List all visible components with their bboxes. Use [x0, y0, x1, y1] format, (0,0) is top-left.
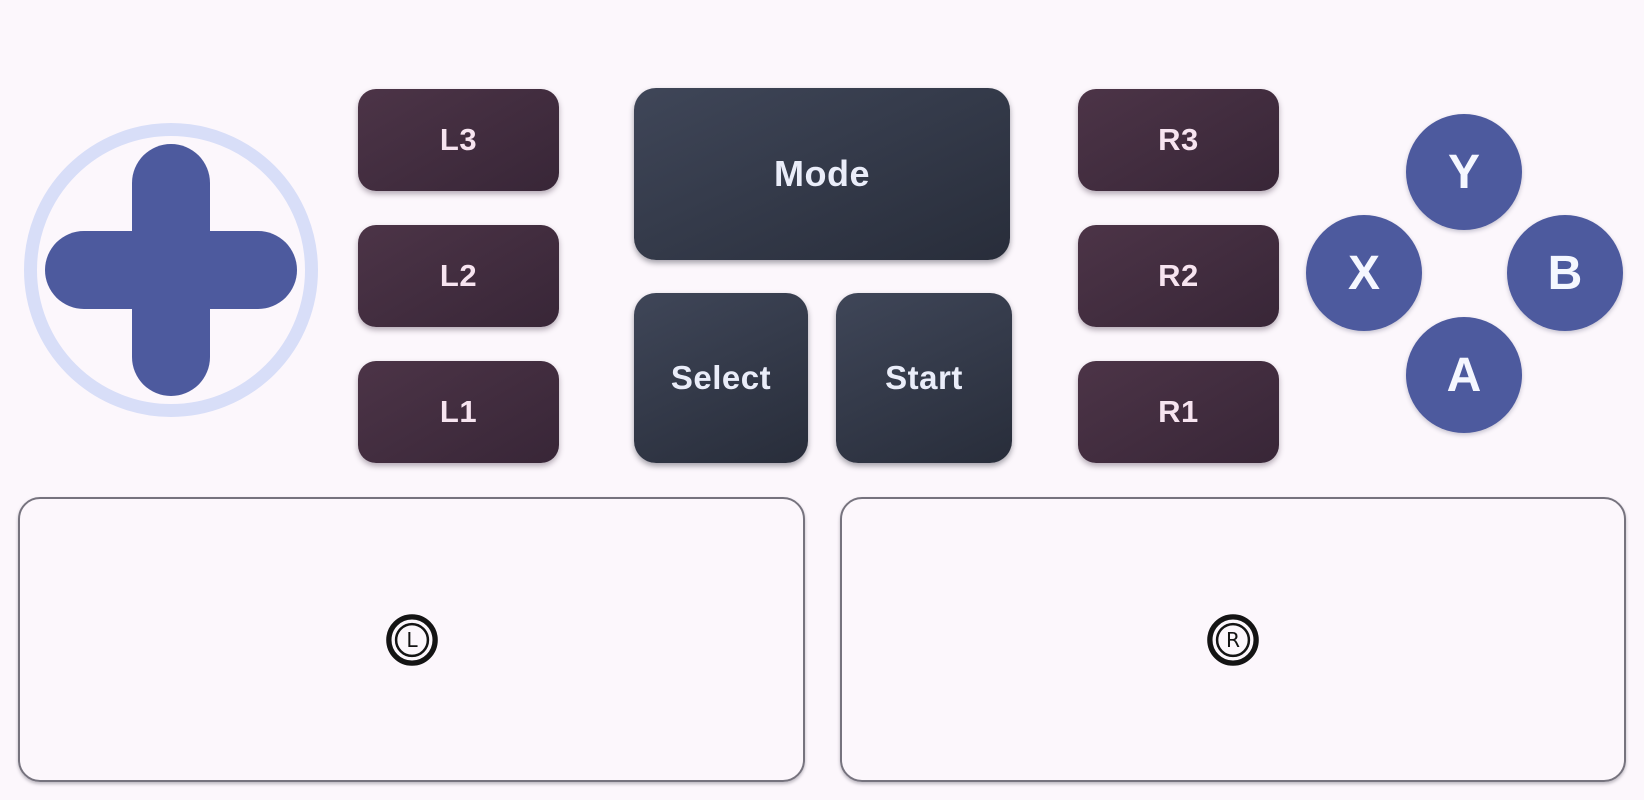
face-button-a[interactable]: A: [1406, 317, 1522, 433]
button-l3[interactable]: L3: [358, 89, 559, 191]
face-button-x[interactable]: X: [1306, 215, 1422, 331]
button-r2[interactable]: R2: [1078, 225, 1279, 327]
touchpad-left[interactable]: L: [18, 497, 805, 782]
button-l2[interactable]: L2: [358, 225, 559, 327]
button-r3[interactable]: R3: [1078, 89, 1279, 191]
svg-text:R: R: [1226, 628, 1240, 652]
dpad-cross-icon: [45, 144, 297, 396]
touchpad-right[interactable]: R: [840, 497, 1626, 782]
button-r1[interactable]: R1: [1078, 361, 1279, 463]
circled-r-icon: R: [1207, 613, 1259, 666]
button-l1[interactable]: L1: [358, 361, 559, 463]
button-mode[interactable]: Mode: [634, 88, 1010, 260]
face-button-b[interactable]: B: [1507, 215, 1623, 331]
dpad-horizontal-arm: [45, 231, 297, 309]
button-start[interactable]: Start: [836, 293, 1012, 463]
face-button-y[interactable]: Y: [1406, 114, 1522, 230]
dpad[interactable]: [24, 123, 318, 417]
button-select[interactable]: Select: [634, 293, 808, 463]
svg-text:L: L: [406, 628, 418, 652]
circled-l-icon: L: [385, 613, 438, 666]
